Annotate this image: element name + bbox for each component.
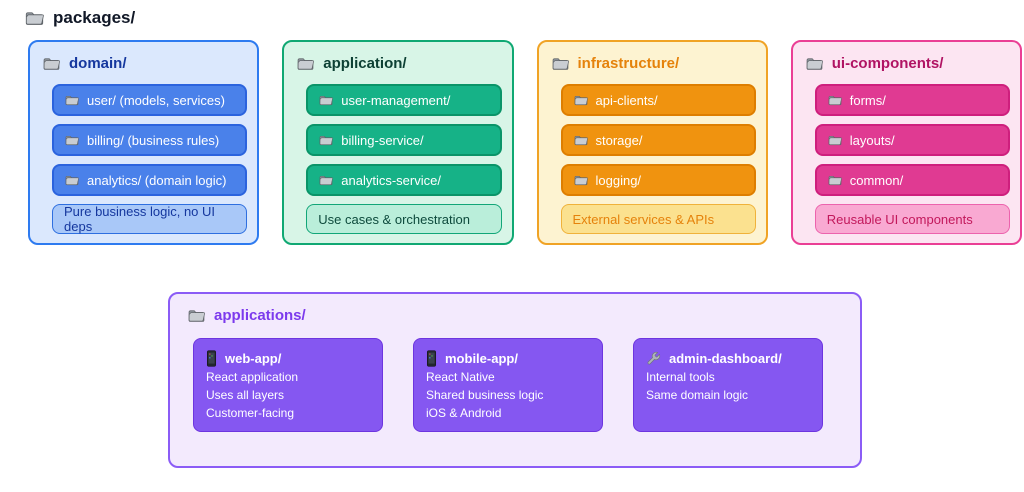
folder-icon	[319, 135, 333, 146]
package-application-header: application/	[294, 53, 501, 74]
package-application: application/ user-management/ billing-se…	[282, 40, 514, 245]
folder-icon	[319, 95, 333, 106]
node-analytics-service: analytics-service/	[306, 164, 502, 196]
card-line: iOS & Android	[426, 406, 502, 420]
node-label: analytics/ (domain logic)	[87, 172, 227, 188]
package-header-label: ui-components/	[831, 55, 944, 72]
node-label: user-management/	[341, 92, 451, 108]
node-label: common/	[849, 172, 904, 188]
folder-icon	[828, 175, 842, 186]
package-header-label: domain/	[69, 55, 127, 72]
folder-icon	[188, 309, 205, 323]
folder-icon	[806, 57, 823, 71]
card-line: Shared business logic	[426, 388, 544, 402]
folder-icon	[65, 135, 79, 146]
applications-header-label: applications/	[214, 307, 306, 324]
package-ui-components-header: ui-components/	[803, 53, 1010, 74]
card-line: React application	[206, 370, 299, 384]
node-forms: forms/	[814, 84, 1010, 116]
card-line: Customer-facing	[206, 406, 295, 420]
card-admin-dashboard: admin-dashboard/ Internal tools Same dom…	[633, 338, 823, 432]
folder-icon	[65, 175, 79, 186]
package-domain: domain/ user/ (models, services) billing…	[28, 40, 260, 245]
node-logging: logging/	[560, 164, 756, 196]
note-label: Use cases & orchestration	[318, 211, 470, 227]
node-storage: storage/	[560, 124, 756, 156]
folder-icon	[319, 175, 333, 186]
wrench-icon	[646, 351, 661, 366]
phone-icon	[426, 350, 437, 367]
node-label: analytics-service/	[341, 172, 441, 188]
package-header-label: infrastructure/	[577, 55, 680, 72]
node-label: billing-service/	[341, 132, 424, 148]
card-line: Same domain logic	[646, 388, 749, 402]
card-web-app: web-app/ React application Uses all laye…	[193, 338, 383, 432]
node-label: billing/ (business rules)	[87, 132, 220, 148]
package-application-items: user-management/ billing-service/ analyt…	[306, 84, 502, 234]
card-title-label: mobile-app/	[445, 350, 518, 366]
package-domain-header: domain/	[40, 53, 247, 74]
package-ui-components-items: forms/ layouts/ common/ Reusable UI comp…	[814, 84, 1010, 234]
folder-icon	[574, 135, 588, 146]
note-label: Pure business logic, no UI deps	[64, 204, 216, 234]
folder-icon	[828, 95, 842, 106]
card-admin-dashboard-title: admin-dashboard/	[646, 348, 810, 368]
package-ui-components-note: Reusable UI components	[814, 204, 1010, 234]
card-line: Uses all layers	[206, 388, 285, 402]
node-label: forms/	[849, 92, 886, 108]
node-analytics: analytics/ (domain logic)	[52, 164, 248, 196]
card-mobile-app: mobile-app/ React Native Shared business…	[413, 338, 603, 432]
node-label: api-clients/	[595, 92, 658, 108]
node-user-management: user-management/	[306, 84, 502, 116]
node-user: user/ (models, services)	[52, 84, 248, 116]
node-layouts: layouts/	[814, 124, 1010, 156]
folder-icon	[552, 57, 569, 71]
package-application-note: Use cases & orchestration	[306, 204, 502, 234]
node-billing-service: billing-service/	[306, 124, 502, 156]
folder-icon	[828, 135, 842, 146]
node-billing: billing/ (business rules)	[52, 124, 248, 156]
package-row: domain/ user/ (models, services) billing…	[28, 40, 1022, 245]
node-label: layouts/	[849, 132, 895, 148]
folder-icon	[25, 11, 44, 26]
package-domain-note: Pure business logic, no UI deps	[52, 204, 248, 234]
package-infrastructure-header: infrastructure/	[549, 53, 756, 74]
applications-cards: web-app/ React application Uses all laye…	[193, 338, 847, 432]
folder-icon	[574, 175, 588, 186]
card-line: Internal tools	[646, 370, 715, 384]
package-domain-items: user/ (models, services) billing/ (busin…	[52, 84, 248, 234]
card-web-app-title: web-app/	[206, 348, 370, 368]
folder-icon	[297, 57, 314, 71]
applications-header: applications/	[183, 305, 847, 326]
note-label: Reusable UI components	[826, 211, 973, 227]
card-line: React Native	[426, 370, 495, 384]
folder-icon	[574, 95, 588, 106]
note-label: External services & APIs	[572, 211, 715, 227]
card-title-label: web-app/	[225, 350, 282, 366]
package-infrastructure-items: api-clients/ storage/ logging/ External …	[560, 84, 756, 234]
card-title-label: admin-dashboard/	[669, 350, 782, 366]
node-api-clients: api-clients/	[560, 84, 756, 116]
package-infrastructure-note: External services & APIs	[560, 204, 756, 234]
card-mobile-app-title: mobile-app/	[426, 348, 590, 368]
package-infrastructure: infrastructure/ api-clients/ storage/ lo…	[536, 40, 768, 245]
node-label: storage/	[595, 132, 643, 148]
folder-icon	[43, 57, 60, 71]
node-label: user/ (models, services)	[87, 92, 225, 108]
package-header-label: application/	[323, 55, 407, 72]
phone-icon	[206, 350, 217, 367]
node-common: common/	[814, 164, 1010, 196]
applications-section: applications/ web-app/ React application…	[168, 292, 862, 468]
page-title-label: packages/	[53, 8, 136, 27]
package-ui-components: ui-components/ forms/ layouts/ common/ R…	[790, 40, 1022, 245]
folder-icon	[65, 95, 79, 106]
node-label: logging/	[595, 172, 642, 188]
page-title: packages/	[25, 8, 135, 28]
